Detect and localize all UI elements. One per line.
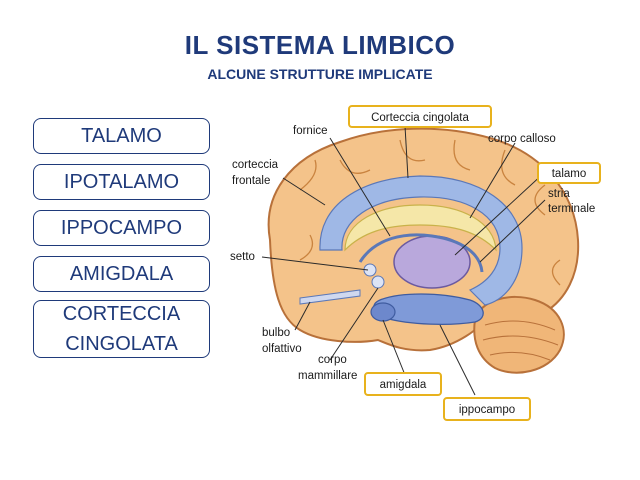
amygdala <box>370 302 396 322</box>
olfactory-bulb <box>299 289 361 305</box>
label-corteccia-frontale-1: corteccia <box>232 159 279 171</box>
structure-box-talamo: TALAMO <box>33 118 210 154</box>
structure-box-label: IPOTALAMO <box>63 171 180 193</box>
label-box-talamo <box>537 162 601 184</box>
label-bulbo-1: bulbo <box>262 327 290 339</box>
structure-box-label-line1: CORTECCIA <box>62 303 181 325</box>
cerebellum <box>473 295 565 374</box>
structure-box-ipotalamo: IPOTALAMO <box>33 164 210 200</box>
label-talamo: talamo <box>552 168 587 180</box>
structure-box-ippocampo: IPPOCAMPO <box>33 210 210 246</box>
label-box-corteccia-cingolata <box>348 105 492 128</box>
mammillary-body <box>371 275 385 289</box>
structure-box-amigdala: AMIGDALA <box>33 256 210 292</box>
label-box-ippocampo <box>443 397 531 421</box>
label-ippocampo: ippocampo <box>459 404 515 416</box>
label-setto: setto <box>230 251 255 263</box>
label-corteccia-frontale-2: frontale <box>232 175 270 187</box>
cingulate-region <box>319 175 523 306</box>
label-box-amigdala <box>364 372 442 396</box>
structure-box-corteccia-cingolata: CORTECCIA CINGOLATA <box>33 300 210 358</box>
structure-box-label: TALAMO <box>81 125 162 147</box>
structure-box-label: AMIGDALA <box>69 263 174 285</box>
label-bulbo-2: olfattivo <box>262 343 302 355</box>
label-fornice: fornice <box>293 125 328 137</box>
label-corpo-2: mammillare <box>298 370 357 382</box>
label-corpo-calloso: corpo calloso <box>488 133 556 145</box>
label-corteccia-cingolata: Corteccia cingolata <box>371 112 469 124</box>
structure-box-label: IPPOCAMPO <box>60 217 183 239</box>
page-subtitle: ALCUNE STRUTTURE IMPLICATE <box>207 66 433 82</box>
label-stria-2: terminale <box>548 203 595 215</box>
label-corpo-1: corpo <box>318 354 347 366</box>
structure-box-label-line2: CINGOLATA <box>65 333 178 355</box>
corpus-callosum <box>344 204 497 252</box>
page-title: IL SISTEMA LIMBICO <box>184 30 456 60</box>
label-stria-1: stria <box>548 188 570 200</box>
label-amigdala: amigdala <box>380 379 427 391</box>
